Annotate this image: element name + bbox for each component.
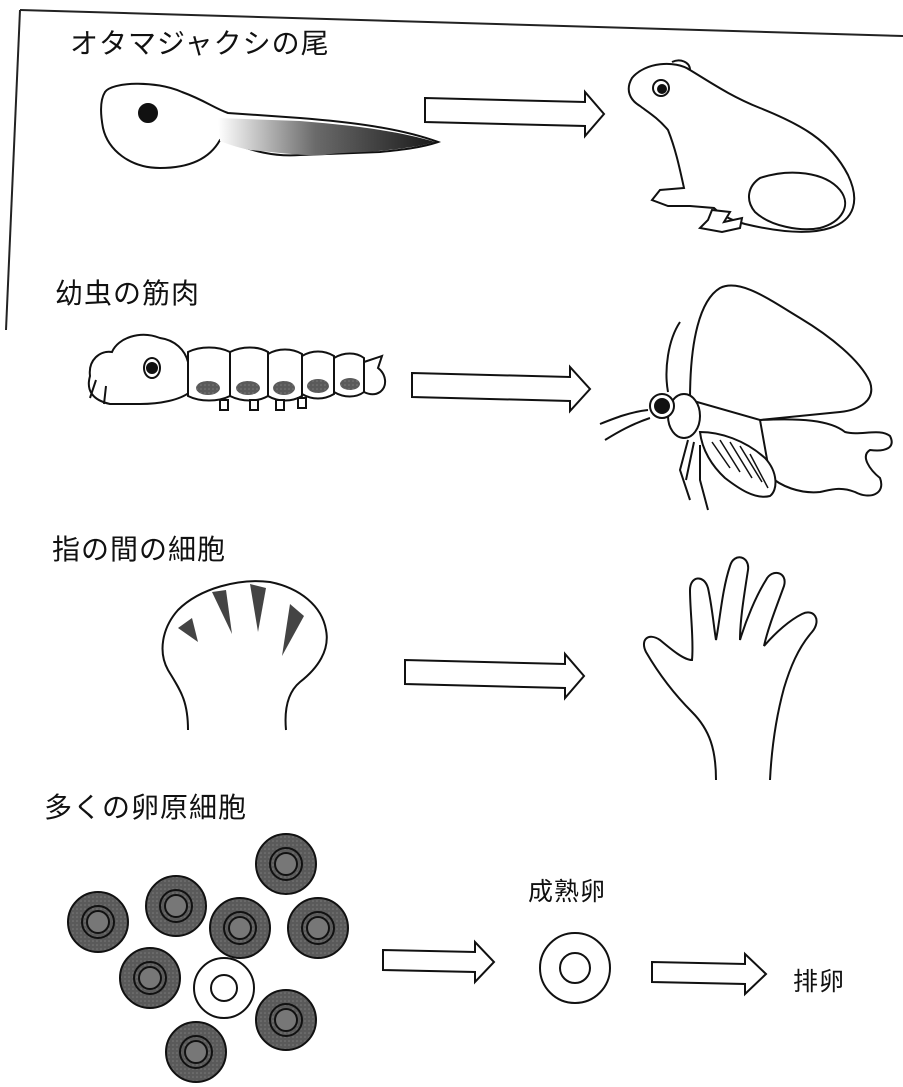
section-label-larva-muscle: 幼虫の筋肉 bbox=[55, 272, 200, 312]
arrow-4 bbox=[383, 942, 494, 982]
tadpole-eye-icon bbox=[139, 104, 157, 122]
oocyte bbox=[120, 948, 180, 1008]
hand-illustration bbox=[644, 557, 817, 780]
oocyte bbox=[288, 898, 348, 958]
arrow-2 bbox=[412, 367, 590, 411]
frog-illustration bbox=[629, 60, 854, 232]
arrow-3 bbox=[405, 654, 584, 698]
oocyte bbox=[166, 1022, 226, 1082]
larva-illustration bbox=[89, 335, 385, 410]
oocyte bbox=[256, 990, 316, 1050]
arrow-1 bbox=[425, 92, 604, 136]
oocyte-selected bbox=[194, 958, 254, 1018]
mature-egg bbox=[540, 933, 610, 1003]
section-label-oogonia: 多くの卵原細胞 bbox=[44, 786, 247, 826]
oocyte bbox=[146, 876, 206, 936]
finger-webbing-illustration bbox=[163, 581, 327, 730]
oocyte bbox=[256, 834, 316, 894]
tadpole-illustration bbox=[101, 84, 438, 168]
oocyte bbox=[210, 898, 270, 958]
mature-egg-label: 成熟卵 bbox=[528, 872, 606, 908]
oocyte-cluster bbox=[68, 834, 348, 1082]
section-label-tadpole-tail: オタマジャクシの尾 bbox=[70, 22, 330, 62]
arrow-5 bbox=[652, 954, 766, 994]
ovulation-label: 排卵 bbox=[793, 962, 845, 998]
oocyte bbox=[68, 892, 128, 952]
butterfly-illustration bbox=[600, 285, 892, 510]
section-label-finger-cells: 指の間の細胞 bbox=[52, 528, 226, 568]
